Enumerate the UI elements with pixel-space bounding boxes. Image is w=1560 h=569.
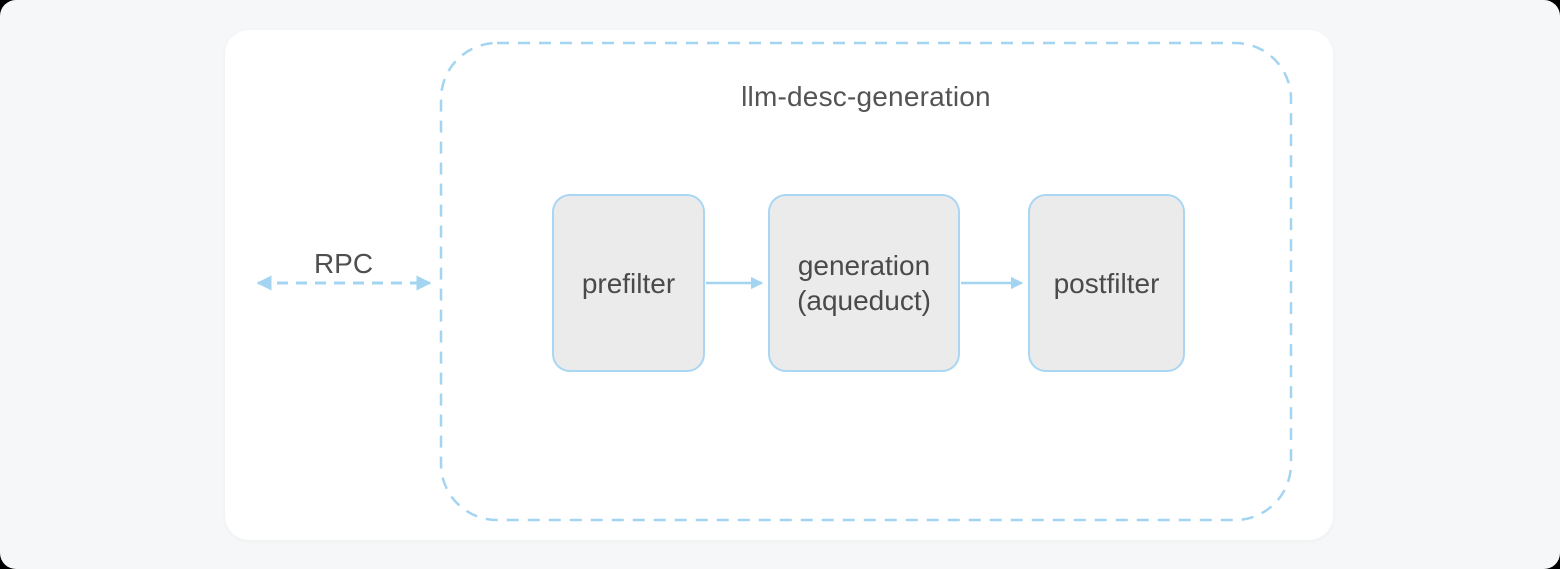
node-generation[interactable]: generation (aqueduct) [768, 194, 960, 372]
service-boundary-title: llm-desc-generation [741, 81, 991, 112]
node-postfilter[interactable]: postfilter [1028, 194, 1185, 372]
node-prefilter[interactable]: prefilter [552, 194, 705, 372]
rpc-label: RPC [313, 248, 374, 279]
